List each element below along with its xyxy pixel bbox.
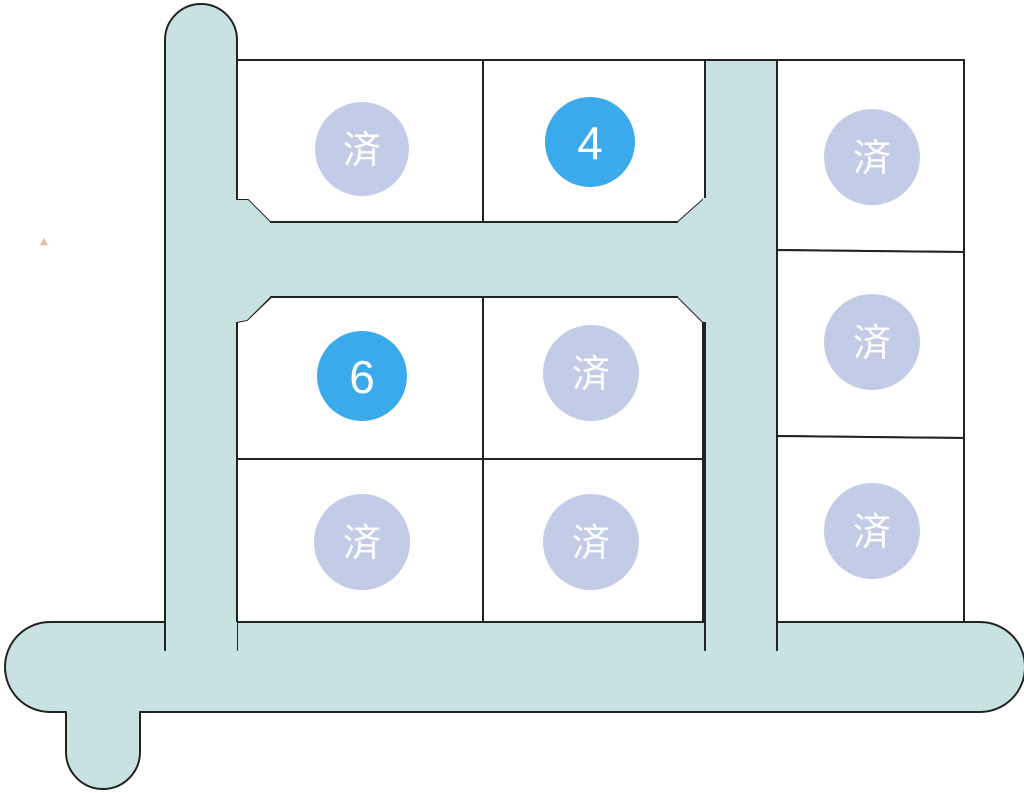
road-left-vertical [164,3,238,651]
lot-marker-right-top[interactable]: 済 [824,109,920,205]
roads [4,3,1024,790]
lot-middle-left-circle [317,331,407,421]
lot-middle-center-circle [543,325,639,421]
lot-right-middle-circle [824,294,920,390]
lot-middle-center-label: 済 [572,352,610,396]
lot-right-bottom-label: 済 [853,510,891,554]
lot-marker-right-middle[interactable]: 済 [824,294,920,390]
lot-marker-middle-left[interactable]: 6 [317,331,407,421]
lot-right-bottom-circle [824,483,920,579]
lot-bottom-left-label: 済 [343,521,381,565]
lot-bottom-center-label: 済 [572,521,610,565]
road-center-vertical [704,59,778,651]
lot-marker-right-bottom[interactable]: 済 [824,483,920,579]
lot-bottom-left-circle [314,494,410,590]
lot-top-middle-circle [545,97,635,187]
lot-markers: 済 4 済 6 済 済 済 済 [314,97,920,590]
lot-marker-middle-center[interactable]: 済 [543,325,639,421]
lot-top-middle-label: 4 [577,117,603,169]
lot-right-top-circle [824,109,920,205]
lot-middle-left-label: 6 [349,351,375,403]
lot-marker-top-middle[interactable]: 4 [545,97,635,187]
lot-marker-bottom-left[interactable]: 済 [314,494,410,590]
stray-mark: ▲ [40,236,48,247]
lot-marker-bottom-center[interactable]: 済 [543,494,639,590]
lot-bottom-center-circle [543,494,639,590]
road-cross-horizontal [237,223,707,296]
lot-top-left-label: 済 [343,128,381,172]
lot-right-top-label: 済 [853,136,891,180]
lot-top-left-circle [315,102,409,196]
lot-marker-top-left[interactable]: 済 [315,102,409,196]
road-bottom-horizontal [4,621,1024,790]
lot-right-middle-label: 済 [853,321,891,365]
